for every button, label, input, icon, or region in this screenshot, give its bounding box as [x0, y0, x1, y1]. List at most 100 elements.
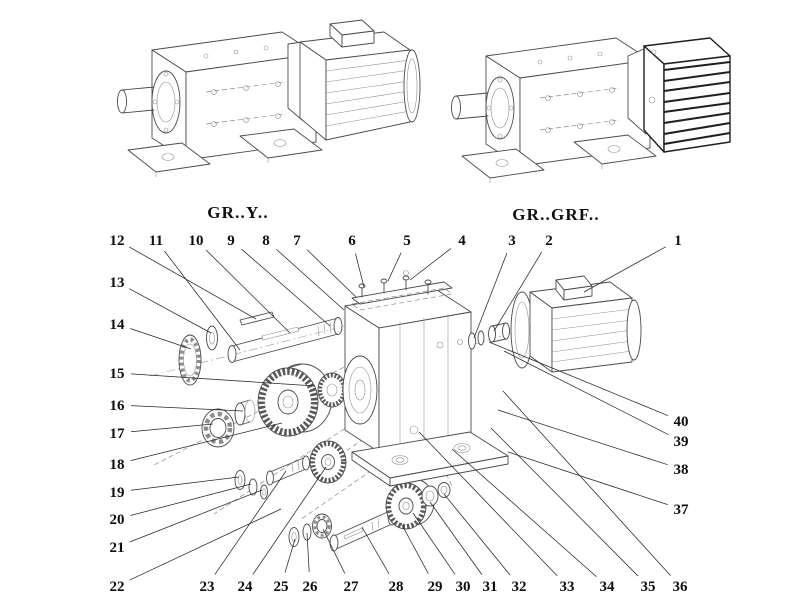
leader-line-38	[497, 409, 668, 466]
output-shaft	[227, 311, 343, 363]
washers-19-20-21	[234, 470, 268, 500]
part-number-11: 11	[149, 233, 163, 249]
leader-line-6	[355, 253, 365, 288]
spacer-16	[234, 399, 256, 426]
motor-y	[287, 19, 421, 141]
leader-line-22	[129, 508, 282, 581]
part-number-12: 12	[110, 233, 125, 249]
leader-line-35	[490, 427, 639, 577]
pinion-shaft-23	[266, 455, 310, 486]
leader-line-30	[412, 512, 456, 575]
part-number-9: 9	[227, 233, 235, 249]
leader-line-39	[503, 350, 669, 435]
exploded-view	[149, 270, 642, 552]
motor	[510, 275, 642, 373]
part-number-16: 16	[110, 398, 126, 414]
bearing-ring-14	[178, 334, 202, 386]
leader-line-19	[130, 476, 240, 491]
part-number-32: 32	[512, 579, 527, 595]
cover-bolts	[358, 270, 432, 298]
leader-line-27	[322, 528, 346, 574]
part-number-8: 8	[262, 233, 270, 249]
part-number-19: 19	[110, 485, 125, 501]
leader-line-16	[130, 405, 244, 412]
input-shaft-assembly	[288, 508, 397, 552]
part-number-18: 18	[110, 457, 125, 473]
part-number-24: 24	[238, 579, 254, 595]
part-number-40: 40	[674, 414, 689, 430]
leader-line-3	[473, 252, 508, 339]
leader-line-14	[130, 328, 192, 350]
ring-31-bearing-32	[421, 482, 451, 507]
part-number-39: 39	[674, 434, 689, 450]
assembled-view-gr-y	[117, 19, 421, 178]
part-number-36: 36	[673, 579, 689, 595]
part-number-25: 25	[274, 579, 289, 595]
leader-line-2	[493, 251, 543, 332]
part-number-15: 15	[110, 366, 125, 382]
part-number-35: 35	[641, 579, 656, 595]
leader-line-34	[451, 448, 597, 578]
part-number-10: 10	[189, 233, 204, 249]
part-number-34: 34	[600, 579, 616, 595]
part-number-3: 3	[508, 233, 516, 249]
leader-line-7	[306, 249, 357, 298]
leader-line-25	[284, 538, 296, 573]
model-label-gr-y: GR..Y..	[207, 203, 269, 222]
leader-line-37	[507, 451, 668, 505]
input-shaft-parts	[468, 322, 510, 350]
part-number-14: 14	[110, 317, 126, 333]
leader-line-21	[129, 489, 263, 543]
part-number-17: 17	[110, 426, 126, 442]
part-number-38: 38	[674, 462, 689, 478]
leader-line-10	[205, 249, 291, 334]
leader-line-12	[128, 246, 257, 320]
part-number-21: 21	[110, 540, 125, 556]
part-number-7: 7	[293, 233, 301, 249]
leader-line-17	[130, 423, 214, 433]
small-gear-upper	[317, 372, 347, 408]
leader-line-15	[130, 373, 316, 387]
part-number-4: 4	[458, 233, 466, 249]
part-number-33: 33	[560, 579, 575, 595]
leader-line-20	[130, 483, 252, 516]
leader-line-29	[400, 522, 429, 574]
part-number-29: 29	[428, 579, 443, 595]
part-number-26: 26	[303, 579, 319, 595]
part-number-20: 20	[110, 512, 125, 528]
part-number-37: 37	[674, 502, 690, 518]
leader-line-40	[488, 341, 669, 417]
leader-line-4	[409, 248, 452, 281]
leader-line-18	[130, 422, 283, 461]
part-number-27: 27	[344, 579, 360, 595]
washer-13	[206, 325, 218, 351]
bearing-17	[201, 408, 235, 448]
leader-line-26	[306, 532, 310, 573]
brake-block	[627, 37, 731, 153]
assembled-view-gr-grf	[451, 37, 731, 184]
leader-line-31	[429, 501, 483, 575]
part-number-13: 13	[110, 275, 125, 291]
gear-24	[309, 440, 347, 484]
part-number-6: 6	[348, 233, 356, 249]
part-number-1: 1	[674, 233, 682, 249]
leader-line-1	[583, 246, 666, 293]
part-number-2: 2	[545, 233, 553, 249]
leader-line-33	[418, 431, 558, 577]
model-label-gr-grf: GR..GRF..	[512, 205, 600, 224]
part-number-22: 22	[110, 579, 125, 595]
part-number-28: 28	[389, 579, 404, 595]
part-number-5: 5	[403, 233, 411, 249]
leader-line-24	[252, 466, 327, 575]
leader-line-36	[502, 390, 671, 576]
gearbox-housing	[342, 270, 509, 487]
leader-line-11	[164, 250, 241, 351]
leader-line-32	[443, 493, 511, 576]
part-number-31: 31	[483, 579, 498, 595]
part-number-23: 23	[200, 579, 215, 595]
leader-line-23	[214, 470, 287, 575]
leader-line-8	[276, 249, 345, 311]
leader-line-9	[241, 248, 331, 327]
